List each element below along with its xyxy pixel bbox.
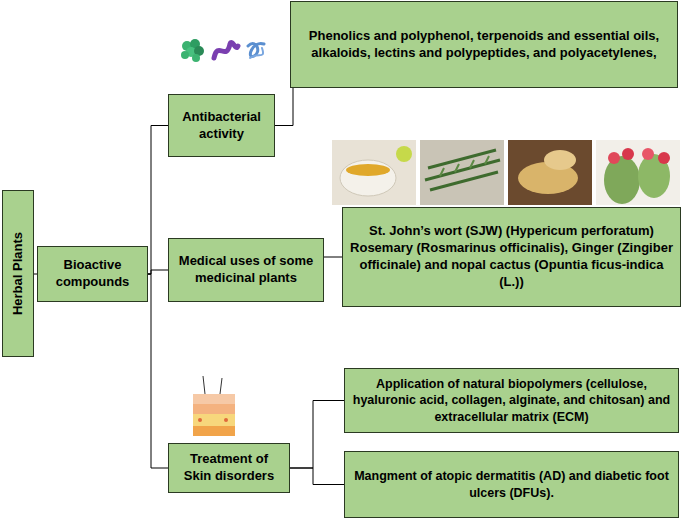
detail-box: St. John’s wort (SJW) (Hypericum perfora… (342, 207, 681, 307)
connector-line (148, 274, 168, 468)
node-label: Mangment of atopic dermatitis (AD) and d… (351, 468, 672, 501)
connector-line (275, 88, 293, 126)
node-label: Application of natural biopolymers (cell… (351, 376, 672, 425)
node-label: Bioactive compounds (44, 257, 141, 291)
node-label: Herbal Plants (10, 232, 27, 315)
connector-line (324, 257, 342, 258)
node-label: St. John’s wort (SJW) (Hypericum perfora… (349, 223, 674, 291)
connector-line (148, 126, 168, 275)
topic-box: Antibacterial activity (168, 94, 275, 157)
skin-layers-icon (193, 376, 235, 436)
node-label: Medical uses of some medicinal plants (175, 253, 317, 287)
root-box: Herbal Plants (2, 190, 34, 357)
detail-box: Mangment of atopic dermatitis (AD) and d… (344, 451, 679, 518)
molecule-icons (181, 39, 264, 62)
node-label: Antibacterial activity (175, 109, 268, 143)
node-label: Phenolics and polyphenol, terpenoids and… (297, 28, 671, 62)
detail-box: Phenolics and polyphenol, terpenoids and… (290, 1, 678, 88)
node-label: Treatment of Skin disorders (175, 451, 283, 485)
topic-box: Medical uses of some medicinal plants (168, 238, 324, 302)
plant-photos (332, 140, 680, 205)
category-box: Bioactive compounds (37, 246, 148, 302)
detail-box: Application of natural biopolymers (cell… (344, 368, 679, 433)
topic-box: Treatment of Skin disorders (168, 443, 290, 493)
connector-line (290, 401, 344, 469)
connector-line (148, 270, 168, 274)
connector-line (290, 468, 344, 485)
